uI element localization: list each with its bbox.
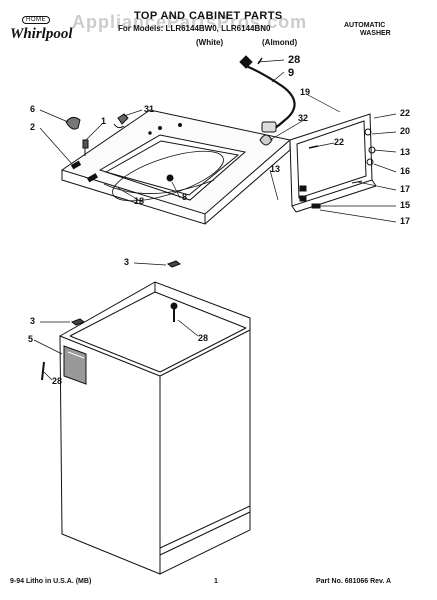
callout-28-front: 28 <box>52 376 63 386</box>
callout-3: 3 <box>124 257 130 267</box>
callout-28-cabinet: 28 <box>198 333 209 343</box>
callout-6: 6 <box>30 104 36 114</box>
hinge-bracket-part <box>65 116 81 130</box>
logo-badge: HOME <box>22 16 50 24</box>
product-type-line2: WASHER <box>360 30 391 37</box>
product-type-line1: AUTOMATIC <box>344 22 386 29</box>
callout-31: 31 <box>144 104 155 114</box>
pin-part <box>82 139 89 156</box>
callout-1: 1 <box>101 116 107 126</box>
power-cord <box>239 55 296 133</box>
watermark: AppliancePartsPros.com <box>72 12 308 32</box>
callout-17: 17 <box>400 184 411 194</box>
washer-cabinet <box>41 281 251 575</box>
page-number: 1 <box>214 578 218 585</box>
page-title: TOP AND CABINET PARTS <box>134 10 283 22</box>
callout-28: 28 <box>288 54 301 66</box>
callout-13: 13 <box>400 147 411 157</box>
hose-clamp-part <box>259 134 273 146</box>
control-panel-frame <box>289 113 377 213</box>
callout-3-lower: 3 <box>30 316 36 326</box>
callout-13-lower: 13 <box>270 164 281 174</box>
callout-32: 32 <box>298 113 309 123</box>
clip-screw-parts <box>70 260 182 326</box>
callout-2: 2 <box>30 122 36 132</box>
callout-9: 9 <box>288 67 295 79</box>
part-number: Part No. 681066 Rev. A <box>316 578 392 585</box>
callout-8: 8 <box>182 192 188 202</box>
callout-5: 5 <box>28 334 34 344</box>
brand-logo: Whirlpool <box>10 26 73 42</box>
callout-19: 19 <box>300 87 311 97</box>
washer-top-panel <box>60 109 292 225</box>
print-info: 9-94 Litho in U.S.A. (MB) <box>10 578 92 585</box>
callout-16: 16 <box>400 166 411 176</box>
clip-part <box>113 113 129 129</box>
callout-22: 22 <box>400 108 411 118</box>
callout-22-lower: 22 <box>334 137 345 147</box>
callout-leader-lines <box>33 59 397 381</box>
callout-18: 18 <box>134 196 145 206</box>
callout-17-lower: 17 <box>400 216 411 226</box>
model-list: For Models: LLR6144BW0, LLR6144BN0 <box>118 24 271 33</box>
callout-20: 20 <box>400 126 411 136</box>
color-almond-label: (Almond) <box>262 38 298 47</box>
callout-15: 15 <box>400 200 411 210</box>
color-white-label: (White) <box>196 38 224 47</box>
